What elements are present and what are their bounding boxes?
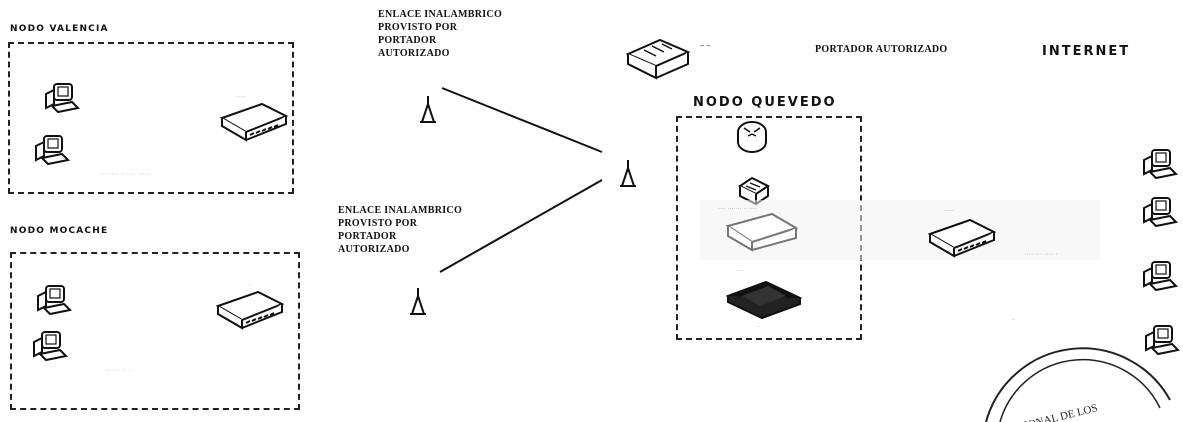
- seal-text: IONAL DE LOS: [1023, 402, 1098, 422]
- valencia-switch-faint-label: ·····: [236, 94, 246, 100]
- mocache-switch-icon[interactable]: [217, 291, 283, 329]
- provider-label: PORTADOR AUTORIZADO: [815, 44, 948, 55]
- quevedo-faint-label-1: ···· ······· ·· ····: [718, 206, 757, 212]
- internet-switch-faint-label: ·····: [944, 208, 954, 214]
- mocache-faint-label: ··· ··· ·· ··: [104, 367, 133, 374]
- internet-pc-1-icon[interactable]: [1143, 149, 1177, 179]
- bottom-link-text: ENLACE INALAMBRICO PROVISTO POR PORTADOR…: [338, 204, 462, 256]
- node-mocache-box: [10, 252, 300, 410]
- top-link-line-1: ENLACE INALAMBRICO: [378, 9, 503, 20]
- top-link-line-2: PROVISTO POR: [378, 22, 458, 33]
- quevedo-router-icon[interactable]: [737, 121, 767, 153]
- mocache-switch-faint-label: ··: [248, 282, 252, 288]
- bottom-link-line-3: PORTADOR: [338, 231, 397, 242]
- quevedo-firewall-icon[interactable]: [738, 176, 770, 206]
- central-antenna-icon[interactable]: [619, 159, 637, 187]
- mocache-pc-2-icon[interactable]: [33, 331, 67, 361]
- valencia-switch-icon[interactable]: [221, 103, 287, 141]
- node-mocache-title: NODO MOCACHE: [10, 226, 109, 236]
- quevedo-black-device-icon[interactable]: [725, 280, 803, 320]
- top-link-line-3: PORTADOR: [378, 35, 437, 46]
- top-link-line-4: AUTORIZADO: [378, 48, 450, 59]
- bottom-wireless-link: [439, 179, 603, 273]
- valencia-pc-1-icon[interactable]: [45, 83, 79, 113]
- node-valencia-title: NODO VALENCIA: [10, 24, 109, 34]
- stray-mark: ·: [1012, 316, 1014, 324]
- bottom-link-line-4: AUTORIZADO: [338, 244, 410, 255]
- internet-pc-2-icon[interactable]: [1143, 197, 1177, 227]
- quevedo-faint-label-3: ··: [756, 324, 760, 330]
- provider-faint-mark: _ _: [699, 37, 712, 46]
- quevedo-server-icon[interactable]: [725, 212, 799, 252]
- valencia-pc-2-icon[interactable]: [35, 135, 69, 165]
- top-link-text: ENLACE INALAMBRICO PROVISTO POR PORTADOR…: [378, 8, 502, 60]
- internet-pc-3-icon[interactable]: [1143, 261, 1177, 291]
- internet-label: INTERNET: [1042, 44, 1131, 59]
- internet-pc-4-icon[interactable]: [1145, 325, 1179, 355]
- quevedo-faint-label-2: ····: [736, 268, 744, 274]
- top-antenna-icon[interactable]: [419, 95, 437, 123]
- provider-router-icon[interactable]: [625, 38, 691, 80]
- mocache-pc-1-icon[interactable]: [37, 285, 71, 315]
- node-valencia-box: [8, 42, 294, 194]
- bottom-antenna-icon[interactable]: [409, 287, 427, 315]
- official-seal: IONAL DE LOS: [985, 347, 1171, 422]
- bottom-link-line-1: ENLACE INALAMBRICO: [338, 205, 463, 216]
- internet-faint-label: ···· ··· ···· ·: [1024, 251, 1058, 258]
- top-wireless-link: [441, 87, 603, 153]
- bottom-link-line-2: PROVISTO POR: [338, 218, 418, 229]
- node-quevedo-title: NODO QUEVEDO: [693, 95, 837, 110]
- valencia-faint-label: ·· ····· ·· ···· ······: [100, 171, 152, 178]
